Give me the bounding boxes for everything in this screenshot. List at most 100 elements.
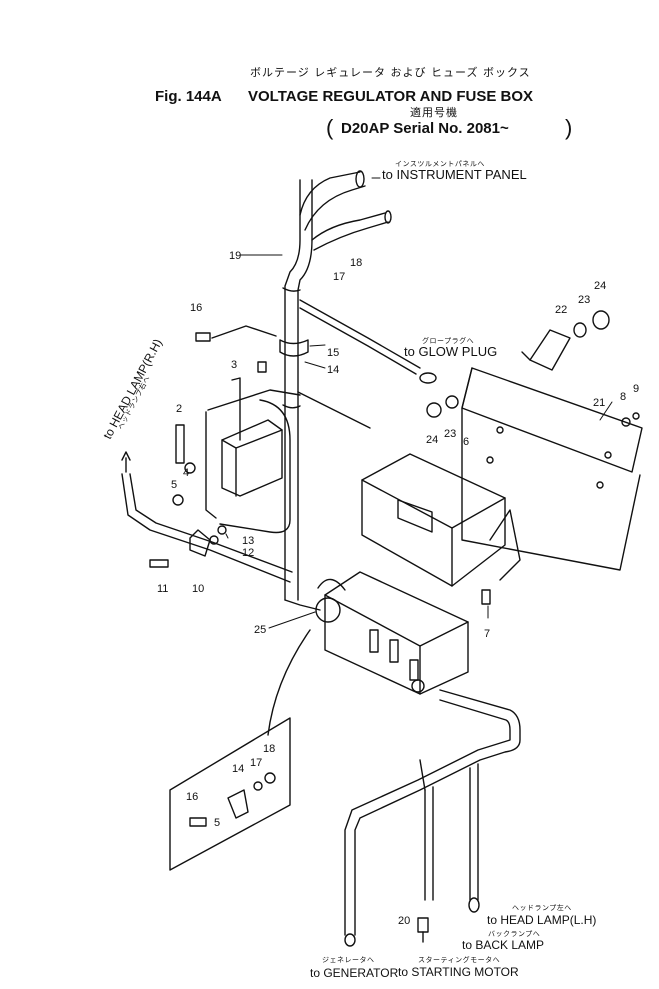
voltage-regulator	[172, 361, 301, 534]
header: ボルテージ レギュレータ および ヒューズ ボックス Fig. 144A VOL…	[155, 65, 572, 140]
regulator-body-edge	[221, 429, 283, 449]
leader-25	[268, 611, 316, 629]
ip-branch-3	[311, 212, 386, 241]
callout-3: 3	[231, 359, 237, 371]
hl-rh-wire-b	[129, 473, 293, 573]
harness-right-edge	[297, 179, 313, 601]
grommet-loop	[317, 578, 346, 591]
callout-19: 19	[229, 250, 241, 262]
resistor-stud	[521, 351, 531, 361]
dest-starting-motor-jp: スターティングモータへ	[418, 955, 500, 964]
plate-hole-1	[496, 426, 504, 434]
detail-nut-18	[264, 772, 276, 784]
detail-callout-18: 18	[263, 743, 275, 755]
fuse-box-grommet	[411, 679, 425, 693]
detail-bolt-16	[189, 817, 207, 827]
dest-back-lamp-jp: バックランプへ	[488, 930, 540, 938]
generator-terminal	[344, 933, 356, 947]
fuse-box-body	[324, 571, 469, 695]
callout-18: 18	[350, 257, 362, 269]
detail-leader	[267, 629, 311, 736]
plate-hole-2	[486, 456, 494, 464]
callout-24b: 24	[426, 434, 438, 446]
bolt-11	[149, 559, 169, 568]
callout-25: 25	[254, 624, 266, 636]
callout-6: 6	[463, 436, 469, 448]
detail-callout-16: 16	[186, 791, 198, 803]
fuse-terminal-2	[389, 639, 399, 663]
callout-7: 7	[484, 628, 490, 640]
callout-21: 21	[593, 397, 605, 409]
washer-4	[184, 462, 196, 474]
callout-22: 22	[555, 304, 567, 316]
nut-5	[172, 494, 184, 506]
washer-9	[632, 412, 640, 420]
dest-starting-motor: to STARTING MOTOR	[398, 965, 519, 979]
nut-24b	[426, 402, 442, 418]
ip-branch-4	[313, 221, 389, 251]
wire-16	[211, 325, 277, 339]
harness-bottom-left	[284, 599, 321, 611]
clamp-10	[189, 529, 211, 557]
cover-6-edge	[361, 479, 506, 529]
screw-7	[481, 589, 491, 605]
jp-applicable: 適用号機	[410, 105, 458, 119]
washer-23b	[445, 395, 459, 409]
dest-glow-plug: to GLOW PLUG	[404, 344, 497, 359]
detail-callout-17: 17	[250, 757, 262, 769]
regulator-bracket-top	[207, 389, 301, 411]
clip-15	[279, 339, 309, 357]
bolt-3	[257, 361, 267, 373]
fuse-terminal-1	[369, 629, 379, 653]
leader-21	[599, 401, 613, 421]
junction-line	[419, 759, 426, 791]
terminal-20	[417, 917, 429, 933]
callout-14: 14	[327, 364, 339, 376]
regulator-bracket-left	[205, 411, 217, 519]
serial-number: D20AP Serial No. 2081~	[341, 120, 509, 137]
washer-12	[209, 535, 219, 545]
washer-23	[573, 322, 587, 338]
thin-wire	[297, 391, 371, 429]
head-lamp-lh-terminal	[468, 897, 480, 913]
callout-23b: 23	[444, 428, 456, 440]
bolt-16	[195, 332, 211, 342]
grommet-25	[315, 597, 341, 623]
hl-rh-arrow	[121, 451, 131, 461]
cover-6	[361, 453, 506, 587]
fuse-box-cover	[361, 453, 521, 587]
callout-16: 16	[190, 302, 202, 314]
serial-paren-close: )	[565, 115, 572, 140]
cover-clip	[489, 509, 521, 581]
dest-head-lamp-lh-jp: ヘッドランプ左へ	[512, 903, 572, 912]
glow-plug-terminal	[419, 372, 437, 384]
leader-15	[309, 344, 326, 347]
serial-paren-open: (	[326, 115, 334, 140]
callout-2: 2	[176, 403, 182, 415]
dest-back-lamp: to BACK LAMP	[462, 938, 544, 952]
fig-label: Fig. 144A	[155, 88, 222, 105]
hl-rh-wire-a	[121, 473, 291, 583]
pin-2	[175, 424, 185, 464]
bottom-harness-b	[344, 699, 511, 936]
leader-14	[304, 361, 326, 369]
callout-10: 10	[192, 583, 204, 595]
leader-13	[225, 533, 229, 539]
harness-left-edge	[284, 179, 301, 601]
callout-8: 8	[620, 391, 626, 403]
callout-15: 15	[327, 347, 339, 359]
plate-21	[461, 367, 641, 571]
plate-21-top	[461, 367, 643, 473]
callout-20: 20	[398, 915, 410, 927]
regulator-wire-2	[219, 399, 291, 534]
cover-window	[397, 499, 433, 533]
detail-inset	[169, 717, 291, 871]
detail-callout-5: 5	[214, 817, 220, 829]
nut-13	[217, 525, 227, 535]
dest-generator-jp: ジェネレータへ	[322, 955, 375, 964]
callout-5: 5	[171, 479, 177, 491]
fuse-terminal-3	[409, 659, 419, 681]
callout-9: 9	[633, 383, 639, 395]
dest-glow-plug-jp: グロープラグへ	[422, 336, 474, 345]
